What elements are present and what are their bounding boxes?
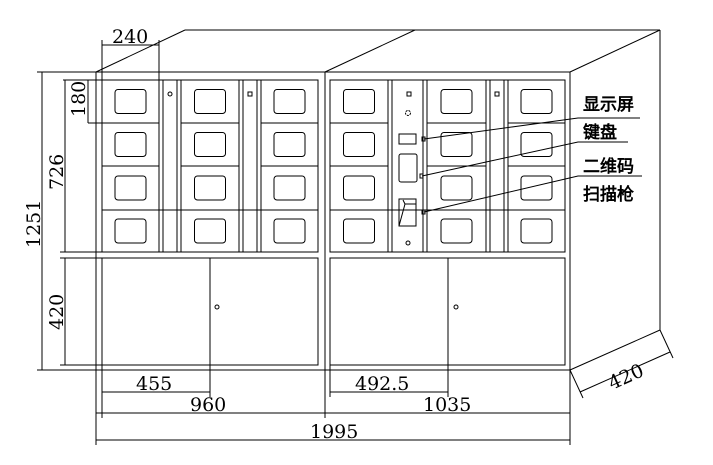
locker-window [440,175,473,201]
locker-door[interactable] [180,122,240,167]
locker-door[interactable] [329,165,389,211]
locker-window [273,175,306,201]
locker-door[interactable] [180,79,240,124]
pillar [158,79,182,253]
locker-window [440,218,473,244]
dim-240: 240 [112,26,148,48]
locker-door[interactable] [329,209,389,253]
locker-door[interactable] [507,79,566,124]
locker-window [273,218,306,244]
control-panel [387,79,642,253]
label-keypad: 键盘 [583,122,617,143]
dim-180: 180 [68,81,90,117]
locker-door[interactable] [426,79,487,124]
dim-455: 455 [136,373,172,395]
locker-door[interactable] [426,209,487,253]
locker-door[interactable] [507,165,566,211]
locker-window [343,132,375,157]
locker-door[interactable] [101,122,160,167]
dim-726: 726 [46,154,68,190]
qr-scanner [398,198,417,227]
locker-door[interactable] [260,165,319,211]
label-scanner-1: 二维码 [583,156,634,177]
locker-door[interactable] [101,165,160,211]
locker-window [194,132,226,157]
pillar [485,79,509,253]
locker-window [114,175,147,201]
label-display: 显示屏 [583,95,634,115]
locker-door[interactable] [101,79,160,124]
lock-icon [247,91,253,97]
lock-icon [494,91,500,97]
lock-icon [167,91,173,97]
locker-window [343,218,375,244]
locker-window [343,89,375,114]
locker-door[interactable] [101,209,160,253]
locker-window [343,175,375,201]
locker-door[interactable] [426,122,487,167]
locker-window [273,89,306,114]
locker-window [114,89,147,114]
locker-window [520,89,553,114]
pillar [238,79,262,253]
dim-960: 960 [190,394,226,416]
locker-door[interactable] [260,209,319,253]
locker-door[interactable] [260,122,319,167]
locker-window [273,132,306,157]
dim-1035: 1035 [423,394,471,416]
dim-492-5: 492.5 [355,373,409,395]
keypad [398,153,418,183]
locker-window [440,89,473,114]
locker-window [194,89,226,114]
locker-window [520,132,553,157]
locker-door[interactable] [507,209,566,253]
locker-door[interactable] [180,209,240,253]
display-screen [398,133,417,145]
locker-window [194,218,226,244]
locker-door[interactable] [329,79,389,124]
locker-door[interactable] [260,79,319,124]
locker-grid [101,79,566,253]
locker-window [194,175,226,201]
label-scanner-2: 扫描枪 [583,184,634,205]
dim-1251: 1251 [23,200,45,248]
locker-window [114,132,147,157]
dim-1995: 1995 [310,421,358,443]
dimension-lines [37,40,674,445]
dim-420-lower: 420 [46,294,68,330]
locker-door[interactable] [329,122,389,167]
locker-window [520,218,553,244]
locker-window [114,218,147,244]
locker-door[interactable] [180,165,240,211]
locker-window [520,175,553,201]
locker-door[interactable] [507,122,566,167]
locker-window [440,132,473,157]
